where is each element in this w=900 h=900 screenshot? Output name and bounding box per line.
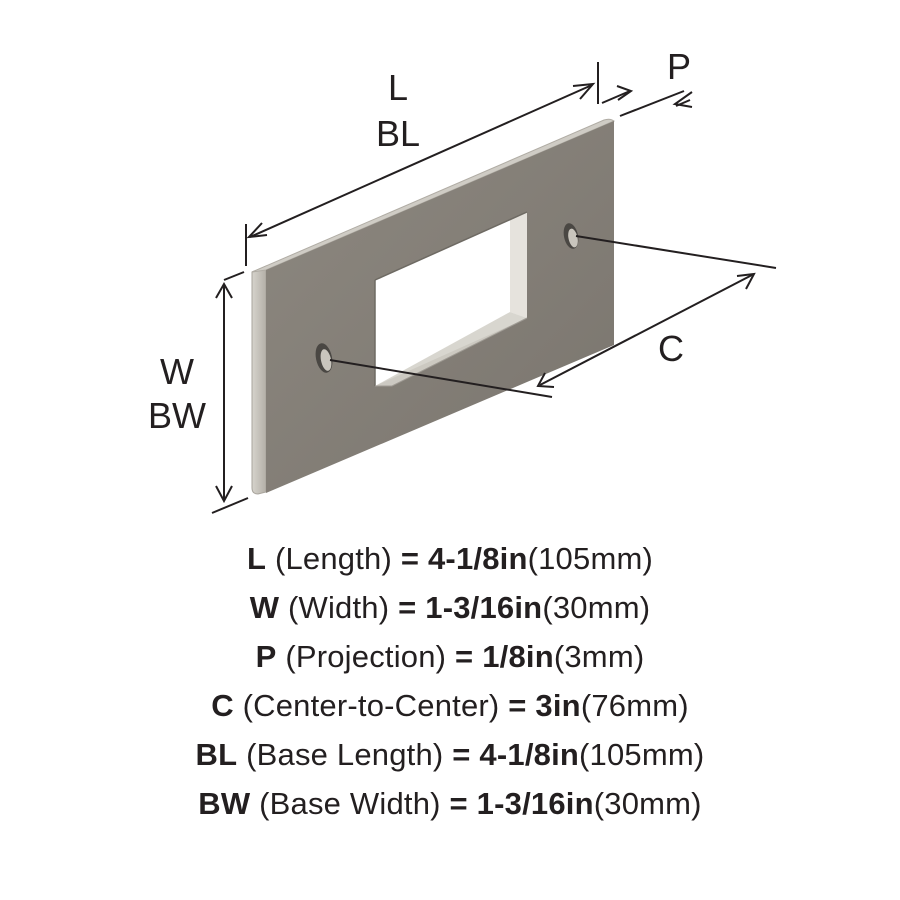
spec-name: (Center-to-Center) bbox=[242, 688, 500, 723]
spec-metric: (105mm) bbox=[579, 737, 705, 772]
backplate-cutout bbox=[374, 211, 528, 387]
spec-equals: = bbox=[400, 541, 420, 576]
spec-name: (Projection) bbox=[285, 639, 447, 674]
spec-row-projection: P (Projection) = 1/8in(3mm) bbox=[0, 632, 900, 681]
spec-row-length: L (Length) = 4-1/8in(105mm) bbox=[0, 534, 900, 583]
center-to-center-dimension bbox=[329, 235, 777, 398]
spec-equals: = bbox=[508, 688, 527, 723]
label-base-length: BL bbox=[376, 113, 420, 154]
label-projection: P bbox=[667, 46, 691, 87]
spec-code: P bbox=[255, 639, 277, 674]
backplate-top-edge bbox=[251, 118, 615, 273]
label-length: L bbox=[388, 67, 408, 108]
spec-row-base-length: BL (Base Length) = 4-1/8in(105mm) bbox=[0, 730, 900, 779]
length-dimension bbox=[245, 62, 599, 266]
spec-code: BL bbox=[195, 737, 238, 772]
spec-name: (Width) bbox=[287, 590, 390, 625]
spec-imperial: 1/8in bbox=[482, 639, 554, 674]
screw-hole-left bbox=[315, 343, 333, 373]
backplate-side-edge bbox=[251, 265, 267, 495]
spec-metric: (105mm) bbox=[527, 541, 654, 576]
spec-row-width: W (Width) = 1-3/16in(30mm) bbox=[0, 583, 900, 632]
label-base-width: BW bbox=[148, 395, 206, 436]
spec-equals: = bbox=[449, 786, 468, 821]
label-center-to-center: C bbox=[658, 328, 684, 369]
spec-name: (Base Width) bbox=[259, 786, 441, 821]
spec-equals: = bbox=[455, 639, 474, 674]
width-dimension bbox=[211, 271, 249, 514]
screw-hole-right bbox=[563, 223, 579, 249]
projection-dimension bbox=[601, 85, 693, 117]
backplate bbox=[251, 118, 615, 495]
spec-code: C bbox=[211, 688, 234, 723]
spec-metric: (3mm) bbox=[553, 639, 645, 674]
spec-list: L (Length) = 4-1/8in(105mm) W (Width) = … bbox=[0, 534, 900, 828]
spec-name: (Base Length) bbox=[246, 737, 444, 772]
spec-imperial: 4-1/8in bbox=[427, 541, 528, 576]
spec-metric: (30mm) bbox=[593, 786, 702, 821]
spec-row-center-to-center: C (Center-to-Center) = 3in(76mm) bbox=[0, 681, 900, 730]
product-dimension-diagram: L BL P W BW C bbox=[148, 46, 777, 514]
spec-imperial: 4-1/8in bbox=[479, 737, 580, 772]
spec-code: W bbox=[249, 590, 280, 625]
spec-code: BW bbox=[198, 786, 251, 821]
spec-metric: (76mm) bbox=[580, 688, 689, 723]
spec-code: L bbox=[246, 541, 267, 576]
spec-row-base-width: BW (Base Width) = 1-3/16in(30mm) bbox=[0, 779, 900, 828]
spec-imperial: 1-3/16in bbox=[476, 786, 594, 821]
spec-name: (Length) bbox=[274, 541, 393, 576]
spec-equals: = bbox=[398, 590, 417, 625]
label-width: W bbox=[160, 351, 194, 392]
spec-imperial: 3in bbox=[535, 688, 581, 723]
spec-imperial: 1-3/16in bbox=[425, 590, 543, 625]
spec-metric: (30mm) bbox=[542, 590, 651, 625]
spec-equals: = bbox=[452, 737, 471, 772]
